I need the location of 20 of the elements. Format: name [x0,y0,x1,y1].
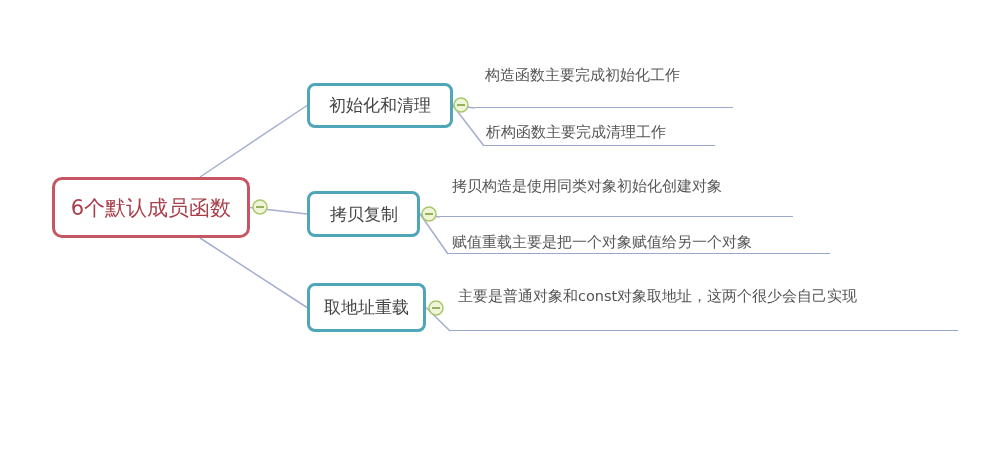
leaf-topic [484,123,715,146]
connector-line [425,306,451,332]
leaf-topic [448,233,830,254]
branch-topic-box: 取地址重载 [307,283,426,332]
leaf-topic [475,66,733,108]
branch-topic-box: 拷贝复制 [307,191,420,237]
connector-line [199,104,308,178]
root-topic-box: 6个默认成员函数 [52,177,250,238]
branch-topic-box: 初始化和清理 [307,83,453,128]
topic-text: 主要是普通对象和const对象取地址，这两个很少会自己实现 [458,287,858,306]
topic-text: 赋值重载主要是把一个对象赋值给另一个对象 [452,233,752,252]
leaf-topic [450,287,958,331]
topic-text: 拷贝构造是使用同类对象初始化创建对象 [452,177,722,196]
topic-text: 析构函数主要完成清理工作 [486,123,666,142]
connector-line [419,213,441,218]
topic-text: 构造函数主要完成初始化工作 [485,66,680,85]
connector-line [249,206,308,215]
connector-line [419,213,449,255]
connector-line [199,237,308,309]
leaf-topic [440,177,793,217]
